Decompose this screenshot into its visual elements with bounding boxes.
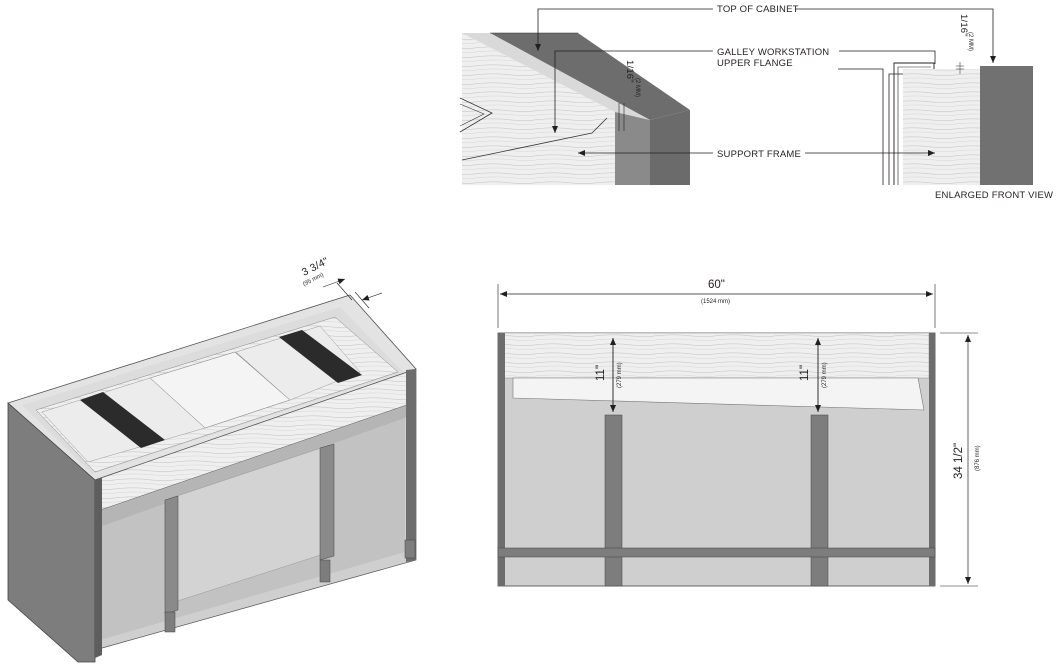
right-frame-dimension-mm: (279 mm) <box>822 362 828 388</box>
corner-gap-dimension: 1/16" <box>624 60 635 83</box>
corner-detail-view <box>459 32 690 185</box>
width-dimension: 60" <box>708 279 725 291</box>
top-of-cabinet-label: TOP OF CABINET <box>717 4 799 15</box>
enlarged-front-view-label: ENLARGED FRONT VIEW <box>935 190 1053 201</box>
width-dimension-mm: (1524 mm) <box>701 299 730 305</box>
height-dimension-mm: (876 mm) <box>975 445 981 471</box>
isometric-cabinet <box>7 278 417 663</box>
front-gap-dimension: 1/16" <box>958 14 969 37</box>
right-frame-dimension: 11" <box>799 365 811 381</box>
galley-flange-label-line2: UPPER FLANGE <box>717 58 793 69</box>
galley-flange-label-line1: GALLEY WORKSTATION <box>717 47 829 58</box>
left-frame-dimension-mm: (279 mm) <box>617 362 623 388</box>
height-dimension: 34 1/2" <box>953 443 965 479</box>
front-elevation-view <box>497 284 978 587</box>
callout-leaders <box>535 8 996 156</box>
enlarged-front-view <box>838 62 1033 185</box>
front-gap-dimension-mm: (2 MM) <box>967 32 973 51</box>
corner-gap-dimension-mm: (2 MM) <box>634 78 640 97</box>
left-frame-dimension: 11" <box>595 365 607 381</box>
support-frame-label: SUPPORT FRAME <box>717 149 801 160</box>
